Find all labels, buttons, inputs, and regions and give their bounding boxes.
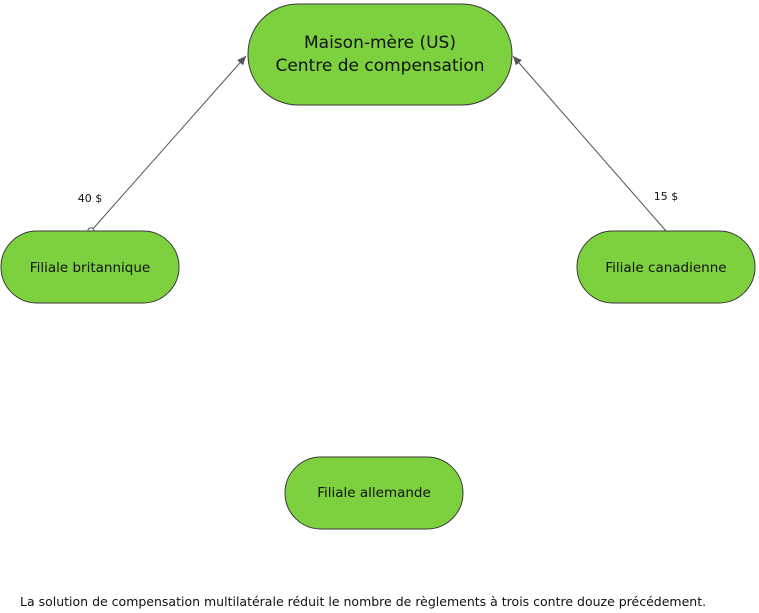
edge-canada-to-parent: 15 $ <box>512 55 679 232</box>
node-parent-shape <box>247 3 513 106</box>
edge-line-uk-to-parent <box>90 55 247 232</box>
node-germany-shape <box>284 456 464 530</box>
node-germany[interactable]: Filiale allemande <box>284 456 464 530</box>
node-germany-label: Filiale allemande <box>317 485 431 501</box>
node-canada-shape <box>576 230 756 304</box>
edge-label-canada: 15 $ <box>654 190 679 203</box>
diagram-caption: La solution de compensation multilatéral… <box>20 594 707 609</box>
node-parent-line2: Centre de compensation <box>275 56 484 76</box>
edge-uk-to-parent: 40 $ <box>78 55 247 235</box>
edge-line-canada-to-parent <box>512 55 667 232</box>
node-parent[interactable]: Maison-mère (US) Centre de compensation <box>247 3 513 106</box>
node-parent-line1: Maison-mère (US) <box>304 33 456 53</box>
node-uk-shape <box>0 230 180 304</box>
node-canada-label: Filiale canadienne <box>605 260 726 276</box>
node-canada[interactable]: Filiale canadienne <box>576 230 756 304</box>
edge-label-uk: 40 $ <box>78 192 103 205</box>
node-uk-label: Filiale britannique <box>30 260 150 276</box>
node-uk[interactable]: Filiale britannique <box>0 230 180 304</box>
